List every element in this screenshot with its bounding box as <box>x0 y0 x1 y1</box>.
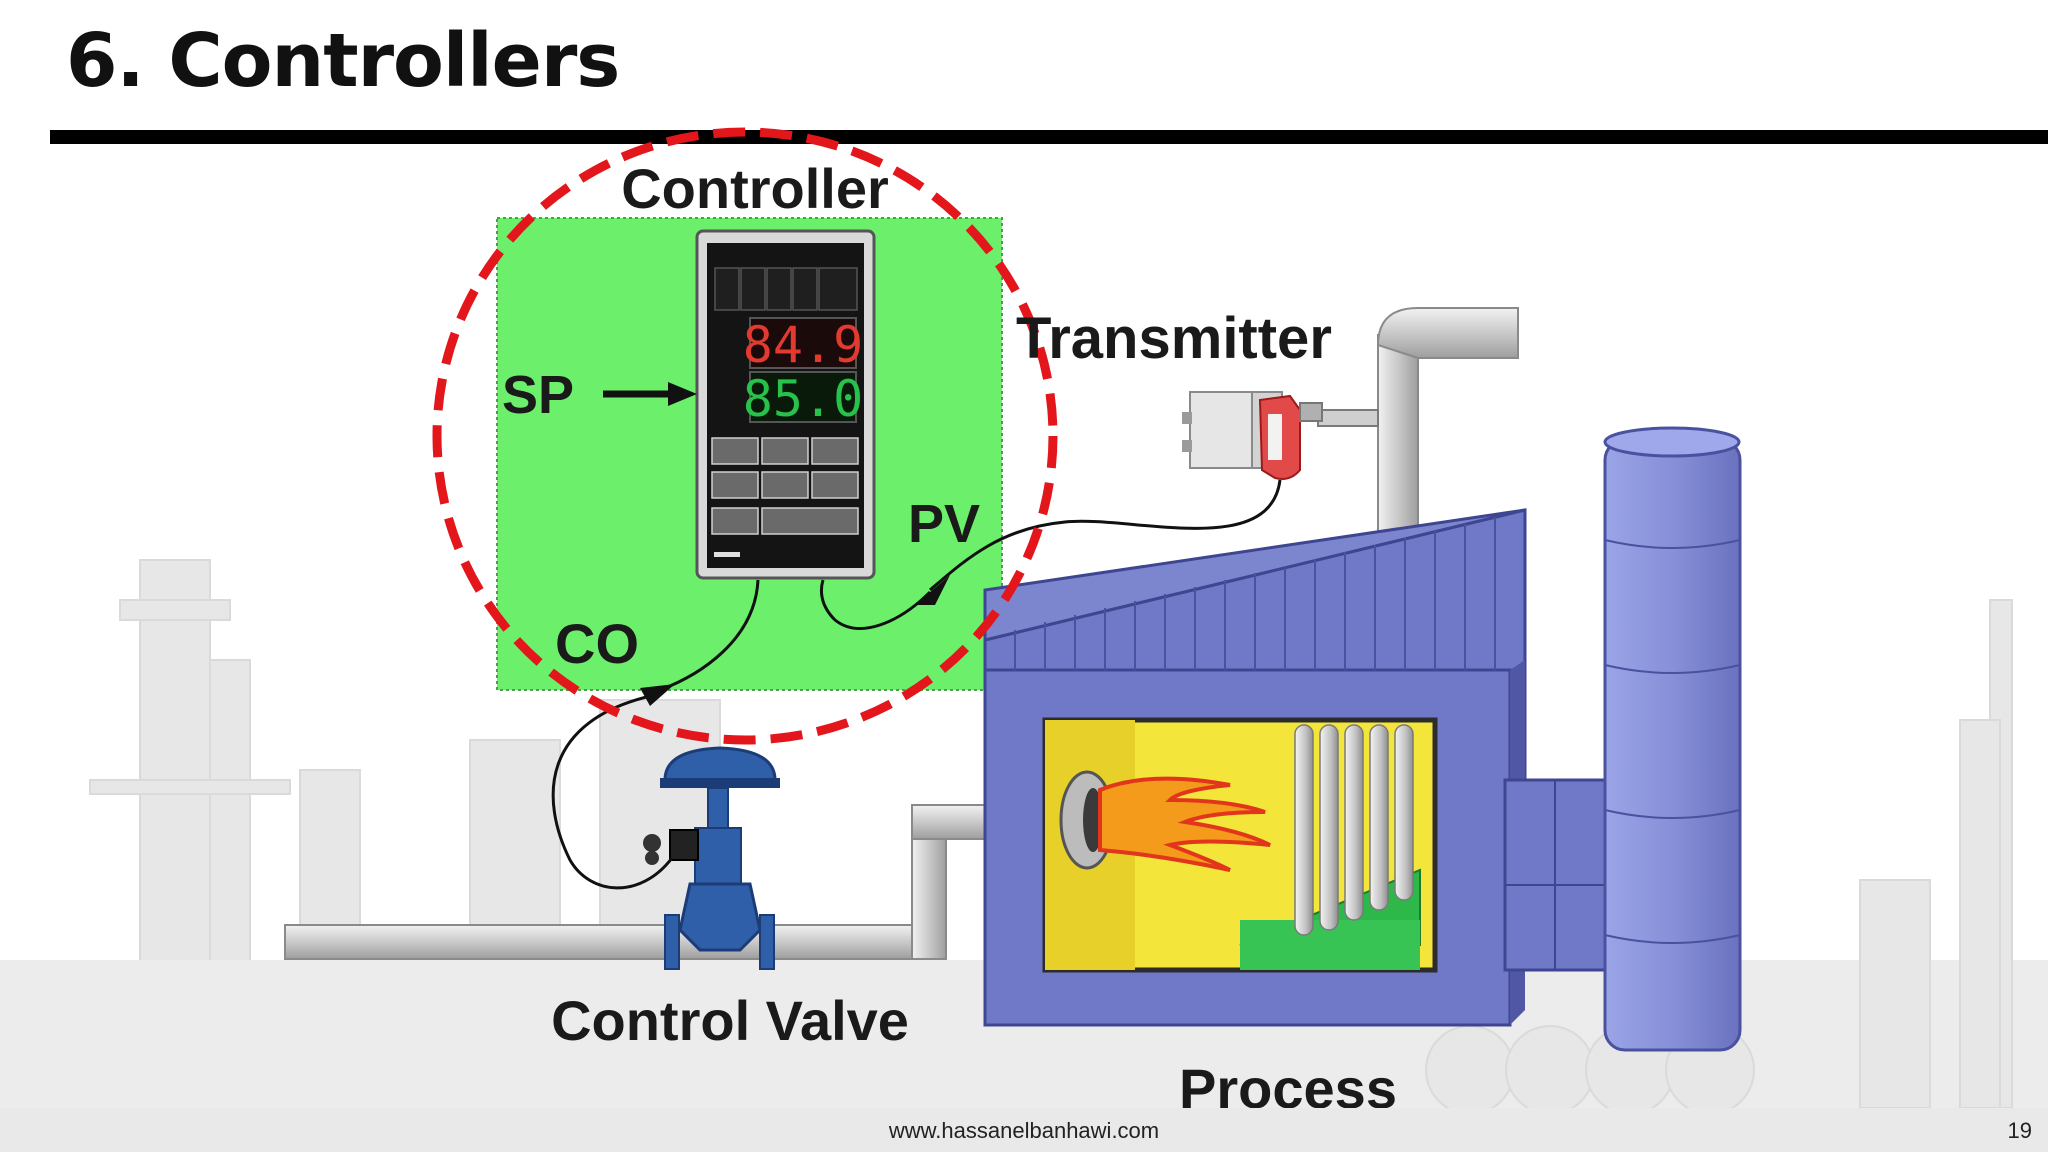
outlet-pipe <box>1376 307 1519 546</box>
signal-wires <box>551 479 1282 890</box>
co-signal-wire <box>659 579 760 692</box>
pv-signal-wire <box>929 479 1282 592</box>
slide-title: 6. Controllers <box>66 18 620 104</box>
sp-arrowhead <box>668 382 697 406</box>
footer-bar <box>0 1108 2048 1152</box>
label-control-valve: Control Valve <box>551 989 909 1052</box>
flame-icon <box>1098 776 1271 872</box>
co-arrowhead <box>640 684 675 706</box>
label-pv: PV <box>908 494 980 554</box>
title-underline <box>50 130 2048 144</box>
label-sp: SP <box>502 365 574 425</box>
pv-arrowhead <box>915 575 950 605</box>
controller-device: 84.9 85.0 <box>695 229 876 580</box>
pv-signal-wire-to-controller <box>820 579 932 630</box>
furnace-process <box>983 508 1527 1027</box>
controller-highlight-circle <box>432 127 1058 745</box>
control-valve <box>643 746 780 970</box>
label-transmitter: Transmitter <box>1016 306 1332 371</box>
page-number: 19 <box>2007 1118 2032 1143</box>
label-controller: Controller <box>621 157 889 220</box>
co-signal-wire-to-valve <box>551 693 674 890</box>
label-co: CO <box>555 612 639 675</box>
transmitter-device <box>1182 391 1379 480</box>
footer-website: www.hassanelbanhawi.com <box>888 1118 1160 1143</box>
process-value-readout: 84.9 <box>743 316 863 374</box>
stack-chimney <box>1503 426 1742 1052</box>
setpoint-readout: 85.0 <box>743 370 863 428</box>
